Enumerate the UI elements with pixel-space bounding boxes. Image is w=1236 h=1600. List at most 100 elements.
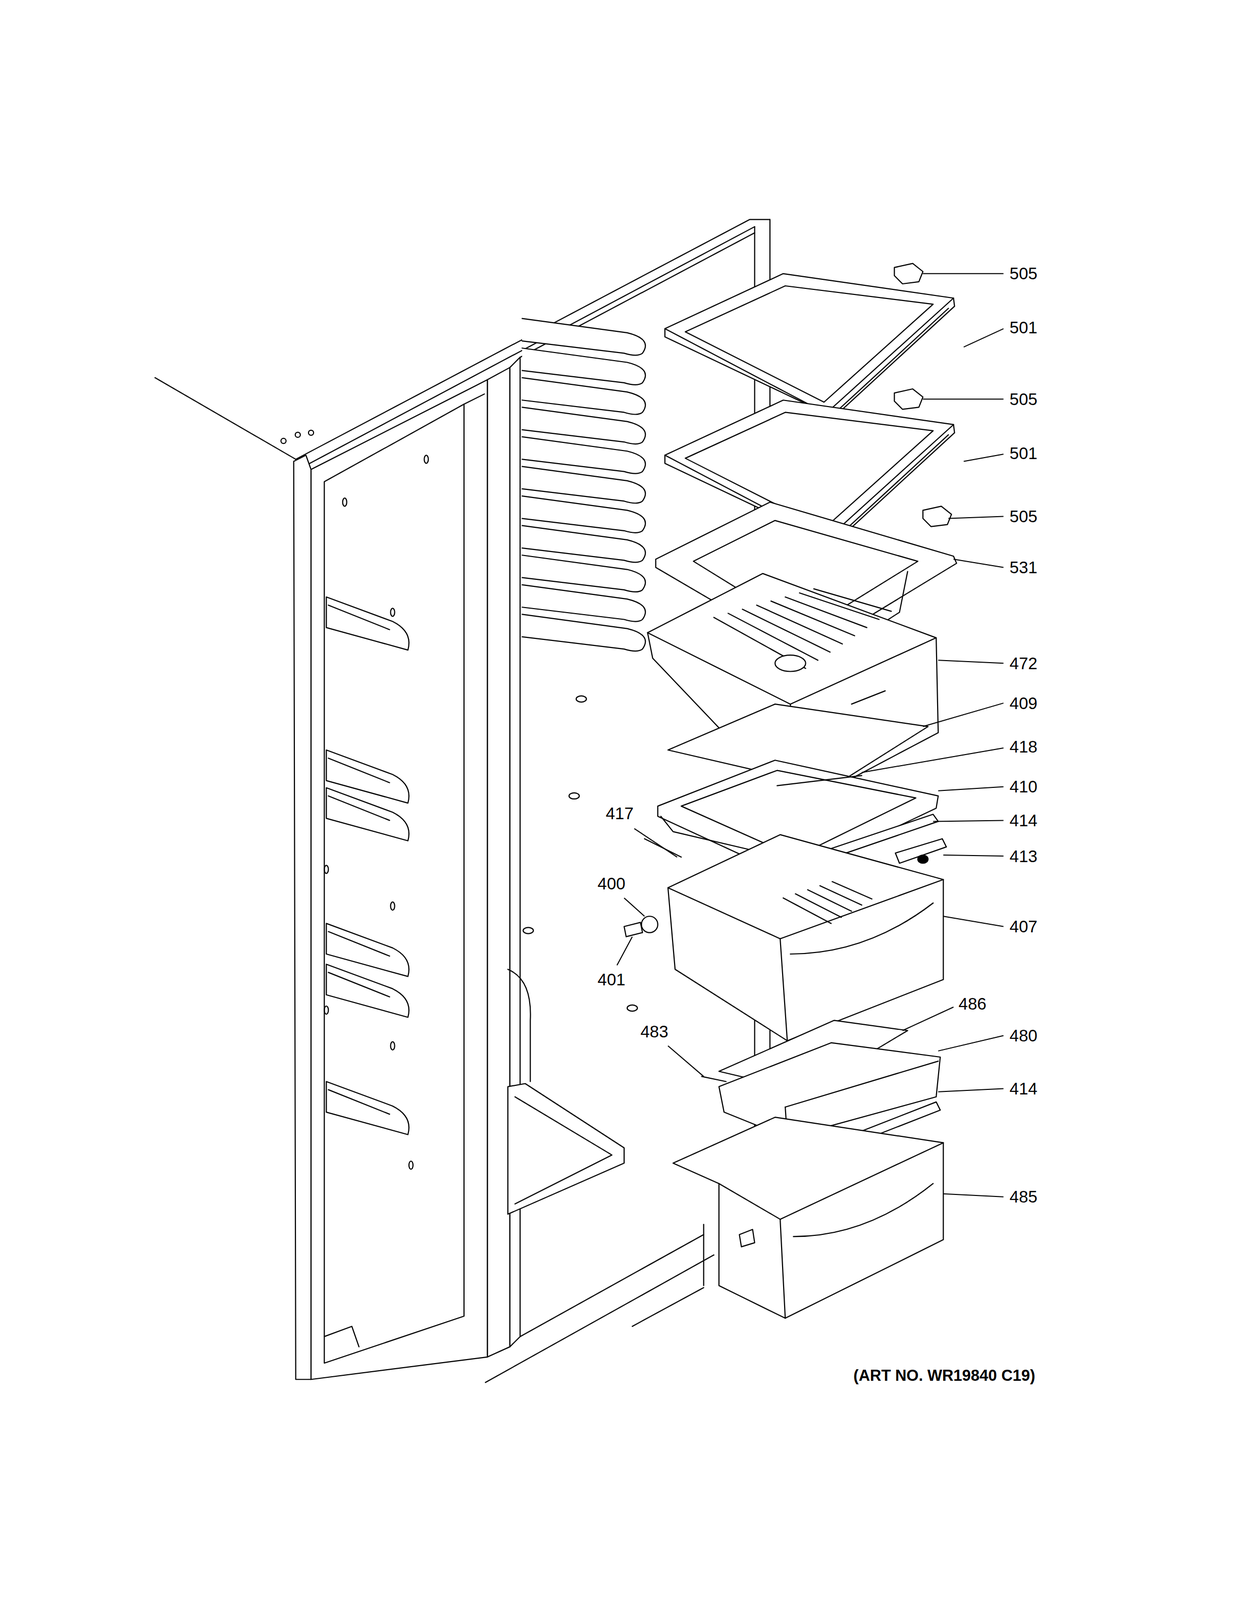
liner-hole bbox=[390, 1041, 395, 1050]
pan-rib bbox=[742, 608, 831, 652]
liner-edge bbox=[464, 393, 485, 404]
art-number-caption: (ART NO. WR19840 C19) bbox=[853, 1366, 1036, 1383]
drawer-edge bbox=[780, 1218, 786, 1318]
leader-line bbox=[938, 659, 1004, 663]
hinge-hole bbox=[295, 432, 301, 438]
callout-number: 505 bbox=[1009, 507, 1038, 525]
leader-line bbox=[963, 328, 1004, 347]
shelf-rib bbox=[522, 554, 646, 592]
liner-hole bbox=[408, 1160, 414, 1169]
floor-pan bbox=[507, 1083, 625, 1215]
shelf-trim bbox=[831, 307, 949, 417]
frame-edge bbox=[785, 1060, 939, 1107]
drawer-rib bbox=[807, 889, 852, 911]
shelf-glass bbox=[685, 412, 934, 529]
crisper-drawer bbox=[667, 834, 944, 1041]
bumper bbox=[641, 915, 658, 933]
callout-number: 501 bbox=[1009, 319, 1038, 336]
shelf-rib bbox=[522, 377, 646, 415]
shelf-rib bbox=[522, 466, 646, 504]
liner-hole bbox=[324, 1005, 329, 1014]
door-bin bbox=[326, 596, 409, 650]
drawer-rib bbox=[819, 885, 862, 905]
pan-slide bbox=[851, 690, 886, 704]
floor-edge bbox=[485, 1254, 714, 1382]
callout-number: 400 bbox=[597, 874, 626, 892]
drawer-rib bbox=[783, 897, 832, 923]
drawer-rib bbox=[795, 893, 842, 917]
leader-line bbox=[922, 398, 1004, 400]
liner-panel bbox=[324, 403, 465, 1363]
leader-line bbox=[922, 273, 1004, 275]
leader-line bbox=[902, 1006, 954, 1030]
callout-number: 414 bbox=[1009, 1079, 1038, 1097]
door-bin bbox=[326, 1080, 409, 1135]
shelf-rib bbox=[522, 525, 646, 563]
liner-hole bbox=[324, 864, 329, 873]
door-bin-lip bbox=[328, 795, 390, 820]
callout-number: 480 bbox=[1009, 1026, 1038, 1044]
pan-rib bbox=[813, 588, 892, 611]
leader-line bbox=[938, 1088, 1004, 1092]
drawer-handle bbox=[895, 838, 947, 863]
wall-hole bbox=[569, 792, 580, 799]
leader-line bbox=[943, 915, 1004, 926]
leader-line bbox=[634, 828, 678, 858]
callout-number: 505 bbox=[1009, 265, 1038, 282]
callout-number: 418 bbox=[1009, 738, 1038, 755]
leader-line bbox=[938, 1035, 1004, 1051]
floor-pan-inner bbox=[515, 1096, 612, 1204]
liner-hole bbox=[342, 497, 347, 506]
floor-edge bbox=[703, 1223, 705, 1285]
callout-number: 413 bbox=[1009, 847, 1038, 864]
shelf-rib bbox=[522, 406, 646, 444]
leader-line bbox=[943, 1193, 1004, 1197]
liner-hole bbox=[424, 454, 429, 463]
shelf-rib bbox=[522, 318, 646, 356]
pan-rib bbox=[728, 612, 818, 660]
floor-edge bbox=[520, 1233, 704, 1336]
door-bin-lip bbox=[328, 1089, 390, 1114]
callout-number: 414 bbox=[1009, 811, 1038, 829]
door-frame bbox=[293, 454, 312, 1379]
liner-hole bbox=[390, 901, 395, 910]
liner-corner bbox=[324, 1325, 359, 1347]
liner-hole bbox=[390, 607, 395, 616]
leader-line bbox=[667, 1045, 704, 1077]
cabinet-edge bbox=[155, 377, 296, 460]
pan-control bbox=[775, 654, 806, 672]
shelf-glass bbox=[685, 285, 934, 402]
leader-line bbox=[922, 702, 1004, 727]
drawer-rib bbox=[832, 881, 872, 899]
callout-number: 409 bbox=[1009, 694, 1038, 711]
pan-rib bbox=[799, 592, 880, 620]
drawer-edge bbox=[667, 879, 944, 939]
frame-strut bbox=[777, 775, 862, 786]
leader-line bbox=[963, 453, 1004, 461]
leader-line bbox=[624, 897, 645, 916]
slide-rod bbox=[701, 1075, 727, 1081]
callout-number: 505 bbox=[1009, 390, 1038, 407]
hinge-hole bbox=[280, 438, 286, 444]
callout-number: 410 bbox=[1009, 778, 1038, 795]
leader-line bbox=[933, 819, 1004, 821]
callout-number: 483 bbox=[640, 1022, 668, 1040]
wall-hole bbox=[523, 927, 534, 934]
leader-line bbox=[616, 936, 633, 966]
door-bin-lip bbox=[328, 604, 390, 630]
door-bin bbox=[326, 963, 409, 1017]
door-bin bbox=[326, 787, 409, 841]
glass-shelf bbox=[664, 273, 955, 423]
leader-line bbox=[861, 747, 1004, 772]
hinge-hole bbox=[308, 430, 314, 436]
shelf-rib bbox=[522, 436, 646, 474]
callout-number: 531 bbox=[1009, 558, 1038, 576]
drawer-grip bbox=[793, 1182, 934, 1236]
shelf-clip bbox=[894, 263, 923, 284]
door-bin-lip bbox=[328, 971, 390, 997]
screw bbox=[624, 921, 643, 937]
leader-line bbox=[938, 786, 1004, 791]
door-bin-lip bbox=[328, 757, 390, 783]
